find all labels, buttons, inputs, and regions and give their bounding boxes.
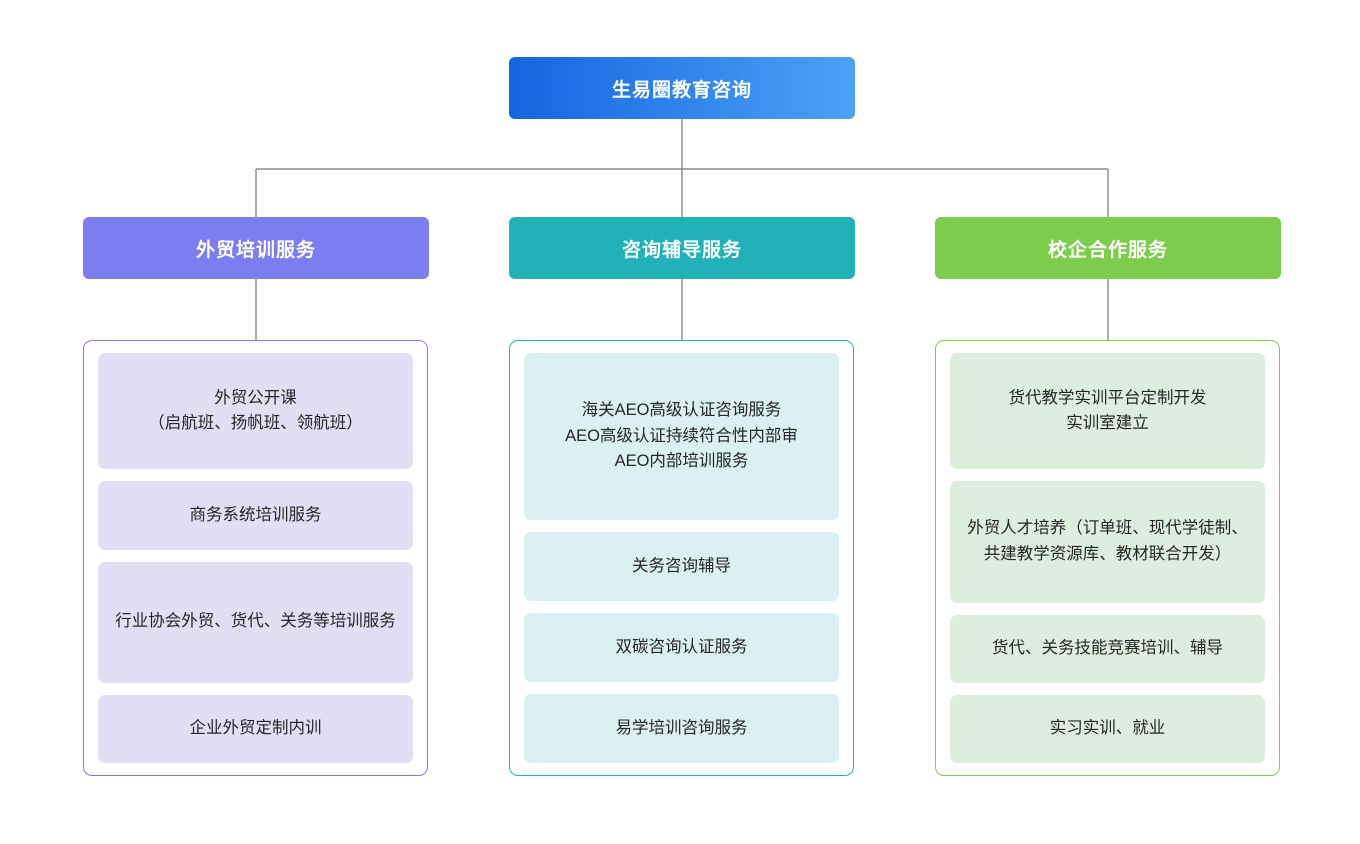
service-item-line: 易学培训咨询服务 — [615, 718, 748, 737]
service-item-text: 行业协会外贸、货代、关务等培训服务 — [115, 609, 396, 635]
service-item-line: 外贸公开课 — [214, 388, 297, 407]
service-item-card[interactable]: 实习实训、就业 — [950, 694, 1265, 764]
service-item-card[interactable]: 商务系统培训服务 — [98, 481, 413, 550]
service-item-text: 商务系统培训服务 — [190, 503, 322, 529]
service-item-line: 实训室建立 — [1066, 414, 1149, 433]
service-item-text: 外贸公开课 （启航班、扬帆班、领航班） — [148, 386, 363, 437]
branch-header-label: 咨询辅导服务 — [621, 239, 742, 261]
service-item-text: 关务咨询辅导 — [632, 554, 731, 580]
service-item-line: 商务系统培训服务 — [189, 505, 322, 524]
branch-container-1: 海关AEO高级认证咨询服务 AEO高级认证持续符合性内部审 AEO内部培训服务关务咨… — [509, 340, 854, 776]
service-item-line: 行业协会外贸、货代、关务等培训服务 — [115, 612, 396, 631]
service-item-card[interactable]: 海关AEO高级认证咨询服务 AEO高级认证持续符合性内部审 AEO内部培训服务 — [524, 353, 839, 520]
service-item-line: 海关AEO高级认证咨询服务 — [581, 401, 782, 420]
service-item-line: AEO高级认证持续符合性内部审 — [565, 426, 798, 445]
branch-column-2: 校企合作服务货代教学实训平台定制开发实训室建立外贸人才培养（订单班、现代学徒制、… — [935, 0, 1281, 844]
service-item-line: 货代、关务技能竞赛培训、辅导 — [992, 638, 1223, 657]
root-node[interactable]: 生易圈教育咨询 — [509, 57, 855, 119]
branch-header-0[interactable]: 外贸培训服务 — [83, 217, 429, 279]
branch-header-1[interactable]: 咨询辅导服务 — [509, 217, 855, 279]
service-item-card[interactable]: 双碳咨询认证服务 — [524, 613, 839, 682]
service-item-text: 外贸人才培养（订单班、现代学徒制、共建教学资源库、教材联合开发） — [962, 516, 1253, 567]
service-item-card[interactable]: 企业外贸定制内训 — [98, 694, 413, 764]
service-item-line: AEO内部培训服务 — [614, 452, 749, 471]
branch-column-1: 咨询辅导服务海关AEO高级认证咨询服务 AEO高级认证持续符合性内部审 AEO内部培… — [509, 0, 855, 844]
service-item-card[interactable]: 货代教学实训平台定制开发实训室建立 — [950, 353, 1265, 470]
service-item-text: 企业外贸定制内训 — [190, 716, 322, 742]
service-item-text: 易学培训咨询服务 — [616, 716, 748, 742]
service-item-card[interactable]: 货代、关务技能竞赛培训、辅导 — [950, 614, 1265, 683]
branch-container-0: 外贸公开课 （启航班、扬帆班、领航班） 商务系统培训服务行业协会外贸、货代、关务等培… — [83, 340, 428, 776]
branch-header-label: 校企合作服务 — [1047, 239, 1168, 261]
service-item-card[interactable]: 外贸公开课 （启航班、扬帆班、领航班） — [98, 353, 413, 470]
branch-container-2: 货代教学实训平台定制开发实训室建立外贸人才培养（订单班、现代学徒制、共建教学资源… — [935, 340, 1280, 776]
service-item-line: （启航班、扬帆班、领航班） — [148, 414, 363, 433]
service-item-line: 货代教学实训平台定制开发 — [1008, 388, 1207, 407]
service-item-text: 货代教学实训平台定制开发实训室建立 — [1009, 386, 1207, 437]
service-item-card[interactable]: 易学培训咨询服务 — [524, 694, 839, 763]
service-item-card[interactable]: 外贸人才培养（订单班、现代学徒制、共建教学资源库、教材联合开发） — [950, 481, 1265, 603]
service-item-text: 双碳咨询认证服务 — [616, 635, 748, 661]
branch-header-2[interactable]: 校企合作服务 — [935, 217, 1281, 279]
service-item-line: 企业外贸定制内训 — [189, 719, 322, 738]
service-item-text: 海关AEO高级认证咨询服务 AEO高级认证持续符合性内部审 AEO内部培训服务 — [565, 398, 798, 475]
service-item-card[interactable]: 行业协会外贸、货代、关务等培训服务 — [98, 561, 413, 683]
service-item-card[interactable]: 关务咨询辅导 — [524, 532, 839, 601]
root-node-label: 生易圈教育咨询 — [611, 79, 752, 101]
service-item-line: 双碳咨询认证服务 — [615, 637, 748, 656]
service-item-line: 实习实训、就业 — [1049, 719, 1166, 738]
service-item-text: 货代、关务技能竞赛培训、辅导 — [992, 636, 1223, 662]
service-item-line: 关务咨询辅导 — [632, 556, 731, 575]
service-item-line: 外贸人才培养（订单班、现代学徒制、共建教学资源库、教材联合开发） — [967, 519, 1248, 563]
service-item-text: 实习实训、就业 — [1050, 716, 1166, 742]
branch-column-0: 外贸培训服务外贸公开课 （启航班、扬帆班、领航班） 商务系统培训服务行业协会外贸、货… — [83, 0, 429, 844]
branch-header-label: 外贸培训服务 — [195, 239, 316, 261]
